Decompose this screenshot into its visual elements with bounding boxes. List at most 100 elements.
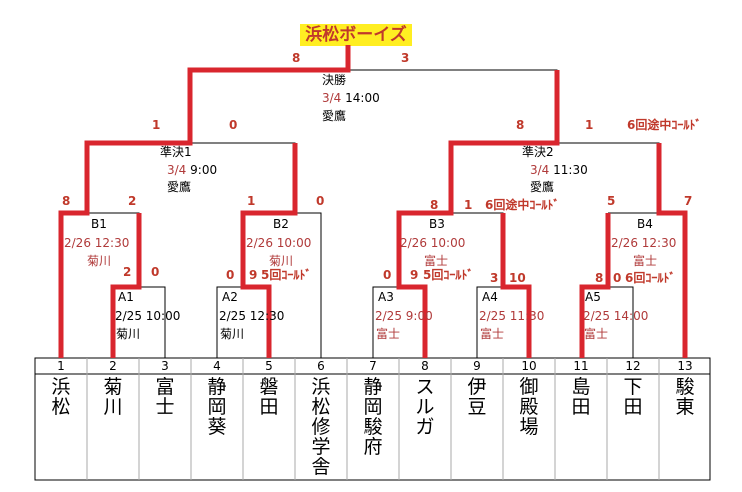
semi1-time: 9:00 (190, 163, 218, 177)
a3-note: 5回ｺｰﾙﾄﾞ (423, 268, 474, 282)
a2-datetime: 2/25 12:30 (219, 309, 285, 323)
b2-venue: 菊川 (269, 254, 294, 268)
a3-datetime: 2/25 9:00 (375, 309, 433, 323)
b3-datetime: 2/26 10:00 (400, 236, 466, 250)
bracket-title: 浜松ボーイズ (300, 24, 412, 46)
b4-venue: 富士 (633, 254, 658, 268)
team-name-cell: スルガ (399, 377, 451, 437)
team-number: 3 (161, 359, 169, 373)
team-name-cell: 浜松修学舎 (295, 377, 347, 477)
semi2-date: 3/4 (530, 163, 550, 177)
a4-score-left: 3 (490, 271, 499, 285)
a5-label: A5 (585, 290, 601, 304)
team-number: 10 (521, 359, 537, 373)
a3-score-left: 0 (383, 268, 392, 282)
final-score-right: 3 (401, 51, 410, 65)
b1-label: B1 (91, 217, 107, 231)
a2-note: 5回ｺｰﾙﾄﾞ (261, 268, 312, 282)
semi1-datetime: 3/4 9:00 (167, 163, 217, 177)
b4-datetime: 2/26 12:30 (611, 236, 677, 250)
team-name: 伊豆 (467, 376, 487, 418)
a3-venue: 富士 (376, 327, 401, 341)
a1-score-right: 0 (151, 265, 160, 279)
a1-datetime: 2/25 10:00 (115, 309, 181, 323)
final-time: 14:00 (345, 91, 380, 105)
team-name-cell: 静岡駿府 (347, 377, 399, 457)
b1-venue: 菊川 (87, 254, 112, 268)
semi1-label: 準決1 (160, 145, 192, 159)
b4-score-left: 5 (607, 194, 616, 208)
a5-score-right: 0 (613, 271, 622, 285)
team-number: 4 (213, 359, 221, 373)
winner-path-hamamatsu (58, 45, 351, 358)
b4-score-right: 7 (684, 194, 693, 208)
team-name: スルガ (415, 376, 435, 438)
team-name: 磐田 (259, 376, 279, 418)
team-name: 静岡葵 (207, 376, 227, 438)
a4-venue: 富士 (480, 327, 505, 341)
team-number: 2 (109, 359, 117, 373)
a1-label: A1 (118, 290, 134, 304)
b2-score-right: 0 (316, 194, 325, 208)
semi2-datetime: 3/4 11:30 (530, 163, 588, 177)
a4-datetime: 2/25 11:30 (479, 309, 545, 323)
a2-score-right: 9 (249, 268, 258, 282)
team-name: 駿東 (675, 376, 695, 418)
team-name-cell: 下田 (607, 377, 659, 417)
semi2-note: 6回途中ｺｰﾙﾄﾞ (627, 118, 702, 132)
semi2-label: 準決2 (522, 145, 554, 159)
team-number: 8 (421, 359, 429, 373)
winner-path-sunto (656, 143, 688, 358)
team-name: 浜松 (51, 376, 71, 418)
semi1-score-left: 1 (152, 118, 161, 132)
final-datetime: 3/4 14:00 (322, 91, 380, 105)
b4-label: B4 (637, 217, 653, 231)
team-name: 菊川 (103, 376, 123, 418)
a4-score-right: 10 (509, 271, 526, 285)
team-name-cell: 磐田 (243, 377, 295, 417)
b3-label: B3 (429, 217, 445, 231)
a3-label: A3 (378, 290, 394, 304)
winner-path-iwata (240, 143, 298, 358)
final-score-left: 8 (292, 51, 301, 65)
team-name: 下田 (623, 376, 643, 418)
team-name: 浜松修学舎 (311, 376, 331, 478)
winner-path-shimada (579, 213, 611, 358)
team-name: 御殿場 (519, 376, 539, 438)
semi2-score-right: 1 (585, 118, 594, 132)
semi2-venue: 愛鷹 (530, 180, 555, 194)
team-number: 13 (677, 359, 693, 373)
team-name-cell: 駿東 (659, 377, 711, 417)
b2-score-left: 1 (247, 194, 256, 208)
winner-path-kikugawa (110, 213, 142, 358)
team-name-cell: 菊川 (87, 377, 139, 417)
b1-score-left: 8 (62, 194, 71, 208)
a1-score-left: 2 (123, 265, 132, 279)
a5-datetime: 2/25 14:00 (583, 309, 649, 323)
a2-score-left: 0 (226, 268, 235, 282)
team-name-cell: 伊豆 (451, 377, 503, 417)
team-number: 11 (573, 359, 589, 373)
a4-label: A4 (482, 290, 498, 304)
team-number: 1 (57, 359, 65, 373)
team-number: 5 (265, 359, 273, 373)
a5-note: 6回ｺｰﾙﾄﾞ (625, 271, 676, 285)
final-line (190, 69, 558, 143)
team-number: 12 (625, 359, 641, 373)
final-label: 決勝 (322, 73, 347, 87)
semi1-score-right: 0 (229, 118, 238, 132)
b3-score-left: 8 (430, 198, 439, 212)
winner-path-suruga (396, 70, 560, 358)
semi1-venue: 愛鷹 (167, 180, 192, 194)
team-number: 6 (317, 359, 325, 373)
team-name-cell: 富士 (139, 377, 191, 417)
a3-score-right: 9 (410, 268, 419, 282)
b2-datetime: 2/26 10:00 (246, 236, 312, 250)
final-venue: 愛鷹 (322, 109, 347, 123)
team-number: 7 (369, 359, 377, 373)
semi2-score-left: 8 (516, 118, 525, 132)
a1-venue: 菊川 (116, 327, 141, 341)
semi1-date: 3/4 (167, 163, 187, 177)
